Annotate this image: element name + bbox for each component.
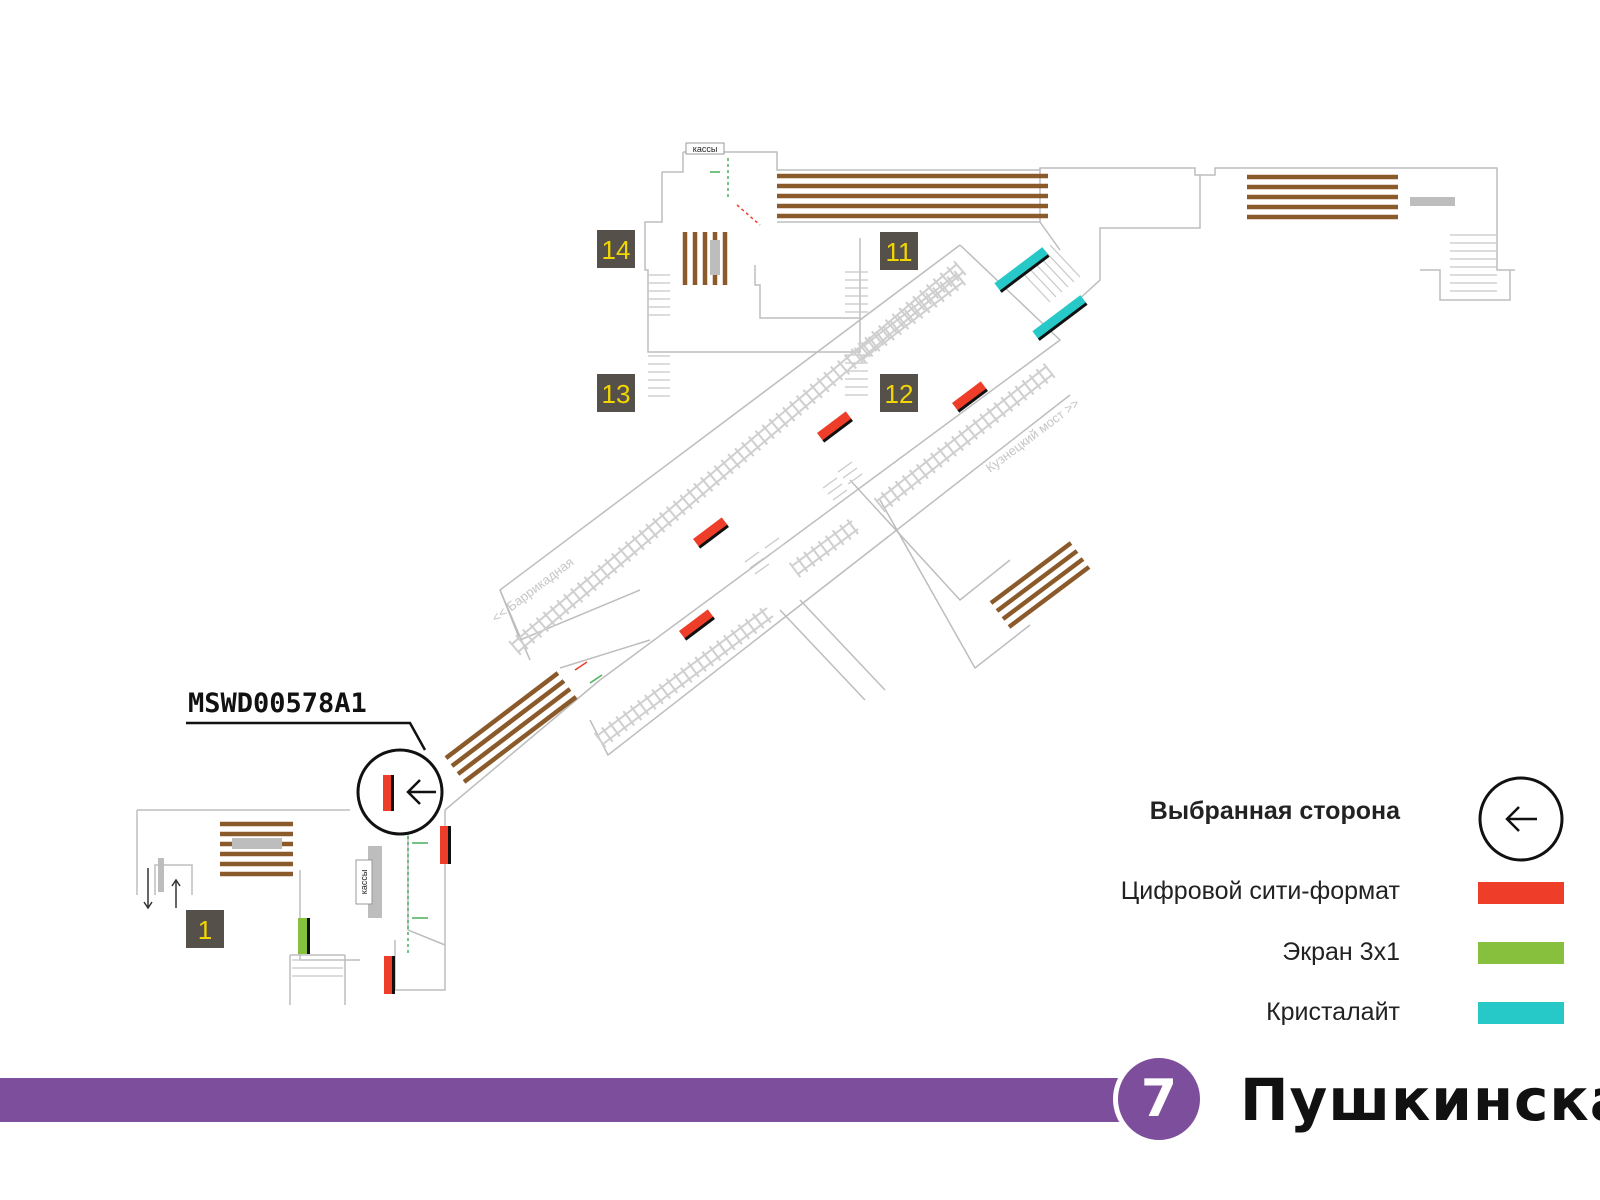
- exit-box-14: 14: [597, 230, 635, 268]
- stair-east: [1450, 234, 1497, 292]
- station-name: Пушкинская: [1240, 1066, 1600, 1134]
- turnstile-block: [1410, 197, 1455, 206]
- ad-panels: [298, 247, 1088, 994]
- escalator-center-block-2: [232, 838, 282, 849]
- escalator: [1247, 174, 1398, 220]
- tracks: [508, 260, 1056, 748]
- stairs: [292, 234, 1497, 977]
- ad-panel-red: [952, 381, 988, 413]
- elevator-block: [158, 858, 164, 892]
- selected-ad-id: MSWD00578A1: [188, 688, 367, 719]
- track-segment: [508, 260, 967, 656]
- track-segment: [853, 270, 967, 363]
- ad-panel-green: [298, 918, 310, 954]
- legend-swatch-city-format: [1478, 882, 1564, 904]
- exit-number-14: 14: [602, 235, 631, 265]
- ad-panel-red: [384, 956, 395, 994]
- escalator: [989, 541, 1091, 629]
- exit-box-11: 11: [880, 232, 918, 270]
- legend-selected-side-label: Выбранная сторона: [1149, 797, 1400, 825]
- stair-connector: [1019, 244, 1081, 303]
- exit-box-1: 1: [186, 910, 224, 948]
- exit-number-13: 13: [602, 379, 631, 409]
- stair-hall: [744, 461, 863, 575]
- exit-box-12: 12: [880, 374, 918, 412]
- exit-number-12: 12: [885, 379, 914, 409]
- legend-swatch-screen: [1478, 942, 1564, 964]
- cashier-bottom-label: кассы: [359, 870, 369, 895]
- stair-exit-13: [648, 355, 670, 397]
- exit-number-11: 11: [886, 237, 913, 267]
- turnstiles: [407, 158, 761, 955]
- arrow-left-in-circle-icon: [1478, 776, 1564, 862]
- elevator-arrows: [143, 868, 181, 910]
- arrow-left-icon: [406, 779, 436, 805]
- stair-exit-14: [648, 274, 670, 316]
- selected-ad-marker: [186, 721, 444, 836]
- metro-line-bar: [0, 1078, 1125, 1122]
- ad-panel-cyan: [1032, 295, 1088, 341]
- escalator: [444, 671, 578, 784]
- cashier-top: кассы: [685, 142, 725, 155]
- escalator: [777, 173, 1048, 219]
- track-segment: [593, 607, 774, 748]
- ad-panel-red: [817, 411, 853, 443]
- cashier-bottom: кассы: [355, 846, 382, 918]
- line-number-badge: 7: [1113, 1053, 1205, 1145]
- legend-item-label: Экран 3х1: [1282, 938, 1400, 966]
- cashier-top-label: кассы: [693, 144, 718, 154]
- legend-item-label: Цифровой сити-формат: [1120, 877, 1400, 905]
- legend-swatch-crystalite: [1478, 1002, 1564, 1024]
- ad-panel-red: [440, 826, 451, 864]
- stair-exit-11: [845, 271, 868, 313]
- line-number: 7: [1140, 1069, 1178, 1129]
- legend-item-label: Кристалайт: [1266, 998, 1400, 1026]
- ad-panel-cyan: [994, 247, 1050, 293]
- exit-number-1: 1: [198, 915, 212, 945]
- escalator-center-block: [710, 240, 720, 275]
- stair-exit-1: [292, 959, 343, 977]
- track-segment: [788, 518, 859, 578]
- ad-panel-red: [679, 609, 715, 641]
- track-segment: [873, 363, 1056, 513]
- exit-box-13: 13: [597, 374, 635, 412]
- ad-panel-red: [693, 517, 729, 549]
